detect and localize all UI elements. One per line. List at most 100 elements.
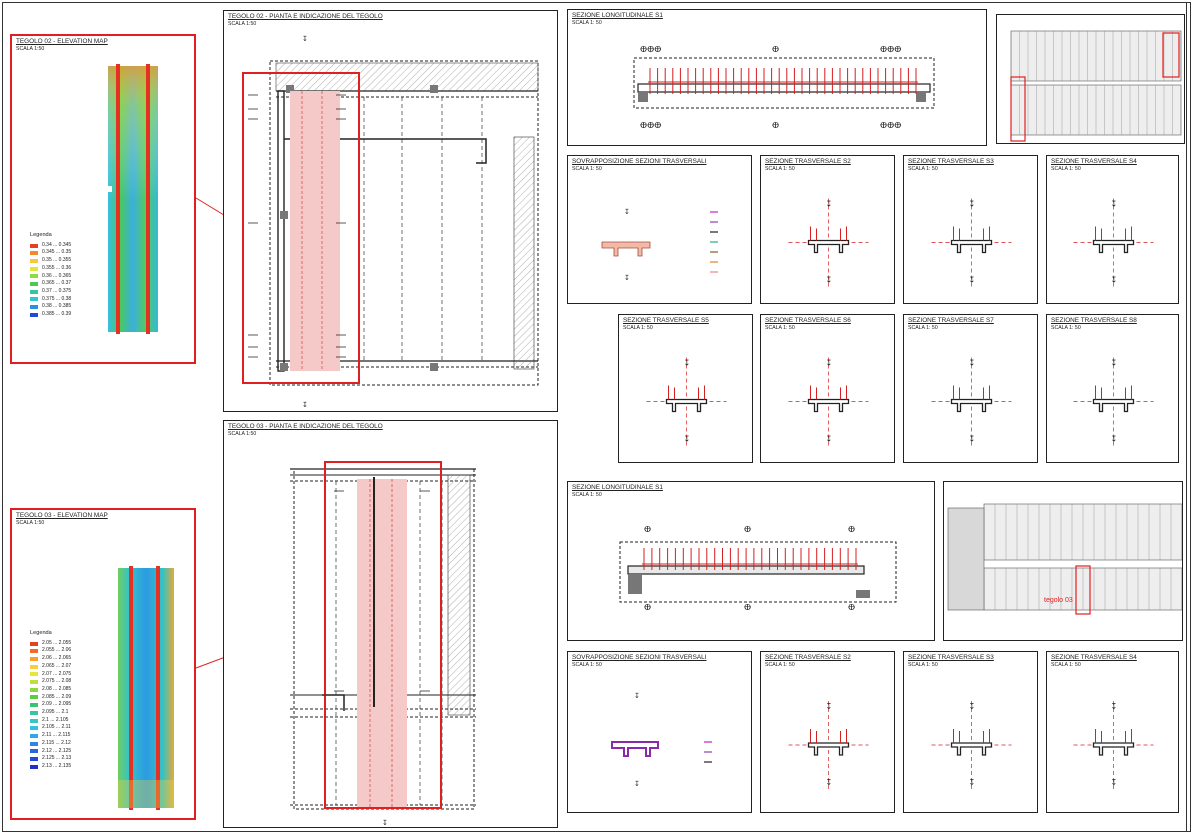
svg-text:↧: ↧ <box>826 200 833 209</box>
legend-label: 0.345 ... 0.35 <box>42 249 72 256</box>
section-longitudinal-top-panel: SEZIONE LONGITUDINALE S1 SCALA 1: 50 ⴲⴲⴲ… <box>567 9 987 146</box>
legend-swatch <box>30 726 38 731</box>
legend-label: 2.08 ... 2.085 <box>42 685 72 692</box>
legend-label: 2.06 ... 2.065 <box>42 655 72 662</box>
svg-text:ⴲⴲⴲ: ⴲⴲⴲ <box>880 45 901 54</box>
section-scale: SCALA 1: 50 <box>765 325 795 331</box>
legend-item: 0.365 ... 0.37 <box>30 280 71 288</box>
section-s5-top-panel: SEZIONE TRASVERSALE S5 SCALA 1: 50 ↧↧ <box>618 314 753 463</box>
svg-text:↧: ↧ <box>1111 200 1118 209</box>
section-title: SEZIONE TRASVERSALE S4 <box>1051 158 1137 165</box>
legend-swatch <box>30 695 38 700</box>
overlay-sections-bottom-drawing: ↧↧ <box>611 692 712 788</box>
legend-item: 2.115 ... 2.12 <box>30 740 71 748</box>
plan-02-drawing: ↧↧ <box>242 35 539 409</box>
svg-text:↧: ↧ <box>624 208 630 216</box>
legend-label: 2.095 ... 2.1 <box>42 709 69 716</box>
section-scale: SCALA 1: 50 <box>572 492 602 498</box>
svg-text:↧: ↧ <box>1111 435 1118 444</box>
overlay-sections-top-drawing: ↧↧ <box>601 208 718 282</box>
legend-item: 0.36 ... 0.365 <box>30 273 71 281</box>
legend-swatch <box>30 749 38 754</box>
elevation-map-03-title: TEGOLO 03 - ELEVATION MAP <box>16 512 108 519</box>
section-title: SEZIONE TRASVERSALE S3 <box>908 158 994 165</box>
svg-text:↧: ↧ <box>969 276 976 285</box>
keyplan-highlight <box>1075 565 1091 615</box>
legend-item: 2.075 ... 2.08 <box>30 678 71 686</box>
transverse-section-drawing: ↧↧ <box>1073 357 1154 446</box>
svg-text:↧: ↧ <box>634 780 640 788</box>
elevation-map-02-drawing <box>107 64 158 334</box>
section-s6-top-panel: SEZIONE TRASVERSALE S6 SCALA 1: 50 ↧↧ <box>760 314 895 463</box>
svg-text:ⴲⴲⴲ: ⴲⴲⴲ <box>880 121 901 130</box>
legend-swatch <box>30 741 38 746</box>
section-s4-bottom-panel: SEZIONE TRASVERSALE S4 SCALA 1: 50 ↧↧ <box>1046 651 1179 813</box>
section-scale: SCALA 1: 50 <box>572 166 602 172</box>
section-title: SEZIONE TRASVERSALE S3 <box>908 654 994 661</box>
legend-swatch <box>30 641 38 646</box>
svg-text:ⴲ: ⴲ <box>744 603 751 612</box>
svg-text:↧: ↧ <box>969 200 976 209</box>
svg-text:↧: ↧ <box>1111 702 1118 711</box>
legend-item: 0.345 ... 0.35 <box>30 249 71 257</box>
elevation-map-03-panel: TEGOLO 03 - ELEVATION MAP SCALA 1:50 Leg… <box>10 508 196 820</box>
legend-swatch <box>30 274 38 279</box>
section-scale: SCALA 1: 50 <box>572 20 602 26</box>
transverse-section-drawing: ↧↧ <box>646 357 727 446</box>
svg-text:↧: ↧ <box>826 702 833 711</box>
legend-swatch <box>30 251 38 256</box>
transverse-section-drawing: ↧↧ <box>931 357 1012 446</box>
section-scale: SCALA 1: 50 <box>572 662 602 668</box>
plan-03-scale: SCALA 1:50 <box>228 431 257 437</box>
legend-item: 0.34 ... 0.345 <box>30 242 71 250</box>
legend-item: 2.12 ... 2.125 <box>30 748 71 756</box>
legend-label: 2.075 ... 2.08 <box>42 678 72 685</box>
svg-text:ⴲⴲⴲ: ⴲⴲⴲ <box>640 121 661 130</box>
legend-item: 2.08 ... 2.085 <box>30 686 71 694</box>
legend-swatch <box>30 289 38 294</box>
section-scale: SCALA 1: 50 <box>1051 662 1081 668</box>
section-scale: SCALA 1: 50 <box>1051 325 1081 331</box>
section-scale: SCALA 1: 50 <box>908 325 938 331</box>
section-title: SEZIONE TRASVERSALE S6 <box>765 317 851 324</box>
plan-03-panel: TEGOLO 03 - PIANTA E INDICAZIONE DEL TEG… <box>223 420 558 828</box>
legend-label: 2.11 ... 2.115 <box>42 732 71 739</box>
svg-text:↧: ↧ <box>302 35 308 43</box>
keyplan-bottom-drawing: tegolo 03 <box>947 503 1182 615</box>
legend-item: 2.085 ... 2.09 <box>30 694 71 702</box>
legend-swatch <box>30 297 38 302</box>
transverse-section-drawing: ↧↧ <box>931 198 1012 287</box>
legend-label: 0.365 ... 0.37 <box>42 280 72 287</box>
legend-label: 2.115 ... 2.12 <box>42 739 71 746</box>
legend-item: 2.095 ... 2.1 <box>30 709 71 717</box>
legend-title: Legenda <box>30 232 52 238</box>
legend-swatch <box>30 703 38 708</box>
legend-item: 2.13 ... 2.135 <box>30 763 71 771</box>
legend-label: 2.1 ... 2.105 <box>42 716 69 723</box>
elevation-map-03-scale: SCALA 1:50 <box>16 520 45 526</box>
legend-item: 0.375 ... 0.38 <box>30 296 71 304</box>
section-s7-top-panel: SEZIONE TRASVERSALE S7 SCALA 1: 50 ↧↧ <box>903 314 1038 463</box>
legend-label: 2.07 ... 2.075 <box>42 670 72 677</box>
section-s3-top-panel: SEZIONE TRASVERSALE S3 SCALA 1: 50 ↧↧ <box>903 155 1038 304</box>
section-title: SOVRAPPOSIZIONE SEZIONI TRASVERSALI <box>572 654 707 661</box>
svg-text:↧: ↧ <box>684 359 691 368</box>
section-s4-top-panel: SEZIONE TRASVERSALE S4 SCALA 1: 50 ↧↧ <box>1046 155 1179 304</box>
transverse-section-drawing: ↧↧ <box>788 357 869 446</box>
overlay-sections-bottom-panel: SOVRAPPOSIZIONE SEZIONI TRASVERSALI SCAL… <box>567 651 752 813</box>
legend-label: 2.05 ... 2.055 <box>42 639 72 646</box>
legend-label: 2.13 ... 2.135 <box>42 762 72 769</box>
legend-label: 2.105 ... 2.11 <box>42 724 71 731</box>
section-s2-top-panel: SEZIONE TRASVERSALE S2 SCALA 1: 50 ↧↧ <box>760 155 895 304</box>
svg-text:ⴲ: ⴲ <box>644 525 651 534</box>
plan-03-drawing: ↧ <box>290 461 476 827</box>
legend-item: 2.065 ... 2.07 <box>30 663 71 671</box>
legend-item: 2.105 ... 2.11 <box>30 724 71 732</box>
legend-item: 2.09 ... 2.095 <box>30 701 71 709</box>
svg-text:↧: ↧ <box>826 778 833 787</box>
elevation-map-02-scale: SCALA 1:50 <box>16 46 45 52</box>
section-scale: SCALA 1: 50 <box>908 662 938 668</box>
legend-item: 2.1 ... 2.105 <box>30 717 71 725</box>
